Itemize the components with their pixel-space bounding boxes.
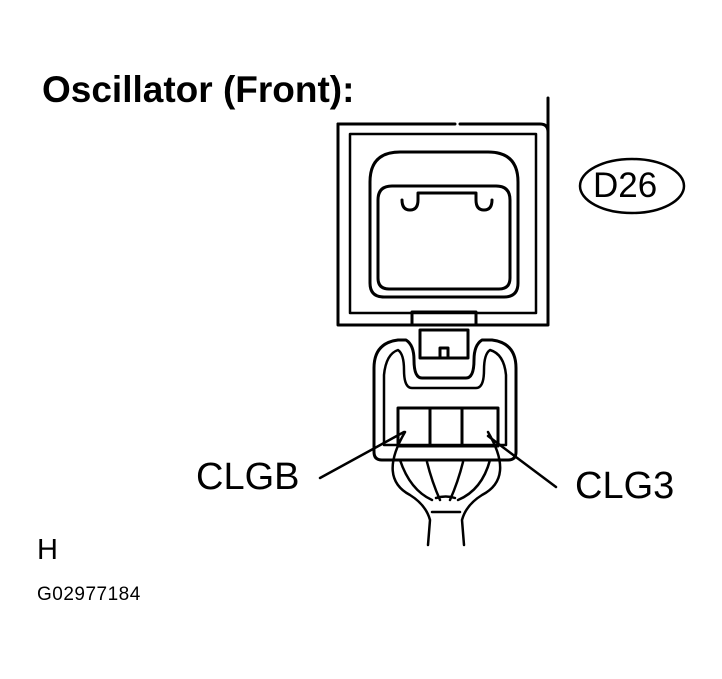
terminal-label-clg3: CLG3 (575, 465, 675, 507)
figure-id: G02977184 (37, 584, 141, 605)
terminal-label-clgb: CLGB (196, 456, 300, 498)
diagram-title: Oscillator (Front): (42, 69, 355, 110)
view-letter: H (37, 534, 58, 566)
mating-connector (372, 338, 518, 462)
lock-tab (410, 310, 478, 360)
clgb-leader-line (318, 430, 406, 480)
leader-lines (318, 430, 558, 489)
oscillator-housing (336, 96, 550, 327)
plug-socket (368, 150, 520, 299)
clg3-leader-line (486, 434, 558, 489)
wire-harness (391, 430, 502, 547)
connector-code-label: D26 (593, 166, 658, 205)
connector-code-oval (578, 157, 686, 215)
